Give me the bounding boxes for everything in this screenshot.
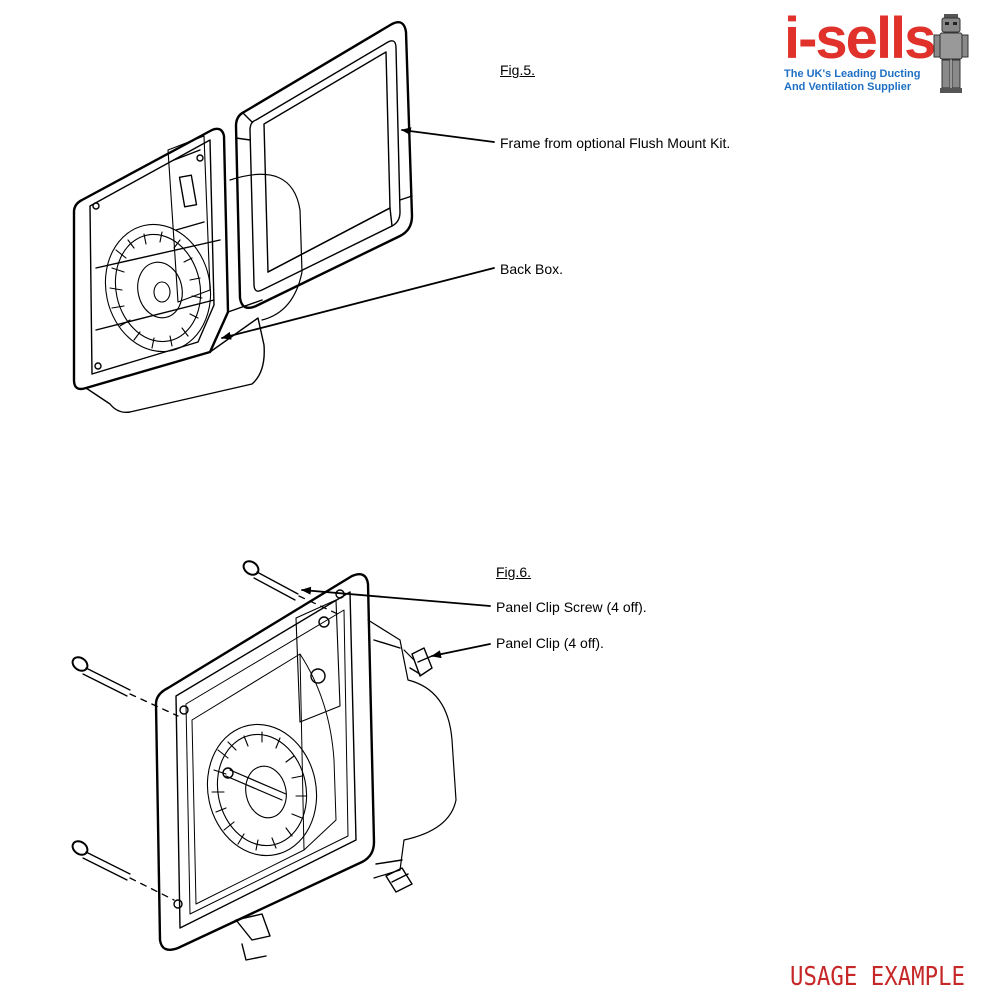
- fig5-impeller: [104, 223, 212, 353]
- fig6-impeller: [206, 723, 318, 857]
- callout-flush-mount-frame: Frame from optional Flush Mount Kit.: [500, 135, 731, 151]
- callout-panel-clip: Panel Clip (4 off).: [496, 635, 604, 651]
- callout-back-box: Back Box.: [500, 261, 564, 277]
- usage-example-watermark: USAGE EXAMPLE: [790, 962, 966, 992]
- fig5-frame: [234, 21, 414, 309]
- callout-panel-clip-screw: Panel Clip Screw (4 off).: [496, 599, 647, 615]
- brand-tagline-line2: And Ventilation Supplier: [784, 81, 912, 93]
- fig6-fan-assembly: [154, 573, 457, 961]
- brand-logo: i-sells The UK's Leading Ducting And Ven…: [780, 10, 990, 100]
- fig5-back-box: [72, 127, 303, 414]
- robot-mascot-icon: [933, 14, 969, 93]
- fig6-leaders: [301, 586, 491, 659]
- fig5-label: Fig.5.: [500, 62, 536, 78]
- brand-tagline-line1: The UK's Leading Ducting: [784, 68, 921, 80]
- fig6-label: Fig.6.: [496, 564, 532, 580]
- brand-name: i-sells: [784, 6, 936, 71]
- fig6-screws: [71, 560, 343, 901]
- fig5-leaders: [221, 127, 495, 340]
